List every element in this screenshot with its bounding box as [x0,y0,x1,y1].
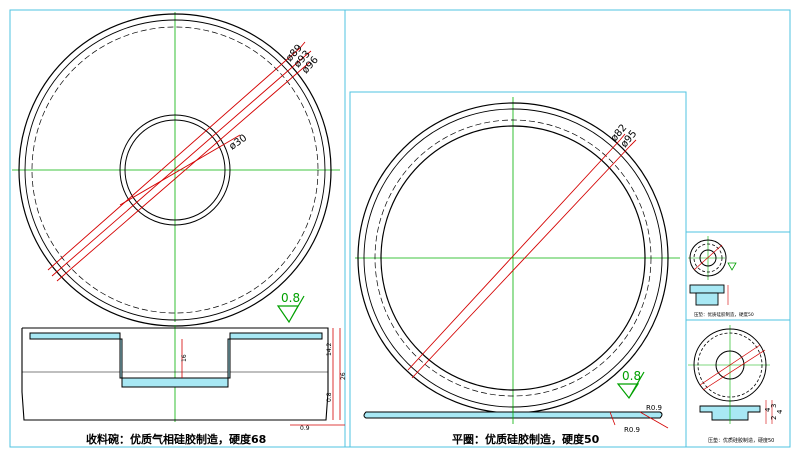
bowl-centerlines [12,12,340,322]
small-dim-3: 3 [770,404,778,408]
small-caption-top: 压垫：优质硅胶制造，硬度50 [694,311,754,318]
bowl-dim-0-9: 0.9 [300,425,310,432]
bowl-section-hatch [29,332,323,388]
small-part-bottom-view: 4 3 2 4 [688,325,784,424]
small-dim-2: 2 [770,416,778,420]
bowl-caption: 收料碗：优质气相硅胶制造，硬度68 [86,433,267,446]
ring-section-view: R0.9 R0.9 [363,404,669,434]
bowl-dim-14-2: 14.2 [326,342,333,356]
small-dim-4-right: 4 [776,409,784,414]
ring-top-view: ø82 ø95 0.8 [355,97,680,415]
ring-roughness-symbol: 0.8 [616,369,645,400]
bowl-inner-hole [124,119,226,221]
bowl-dim-16: 16 [181,354,188,362]
bowl-top-view: ø89 ø93 ø96 ø30 0.8 [12,12,340,327]
ring-dim-r09-bottom: R0.9 [624,426,640,434]
bowl-dim-0-8: 0.8 [326,392,333,402]
ring-roughness-value: 0.8 [622,369,641,383]
small-part-top-view: 压垫：优质硅胶制造，硬度50 [688,236,754,318]
small-dim-4-left: 4 [764,407,772,412]
ring-inner-circle [380,125,646,391]
drawing-frames [9,9,791,448]
bowl-dim-26: 26 [340,372,347,380]
ring-caption: 平圈：优质硅胶制造，硬度50 [452,433,600,446]
bowl-inner-hole-outer [119,114,231,226]
bowl-dim-d30: ø30 [227,133,249,153]
bowl-section-view: 16 14.2 26 0.8 0.9 [21,325,347,432]
bowl-roughness-value: 0.8 [281,291,300,305]
bowl-second-circle [24,19,326,321]
ring-dim-r09-top: R0.9 [646,404,662,412]
bowl-roughness-symbol: 0.8 [276,291,305,324]
bowl-dimension-lines [47,41,312,282]
small-part-caption: 压垫：优质硅胶制造，硬度50 [708,438,775,444]
bowl-hidden-circle [31,26,319,314]
ring-hidden-circle [374,119,652,397]
